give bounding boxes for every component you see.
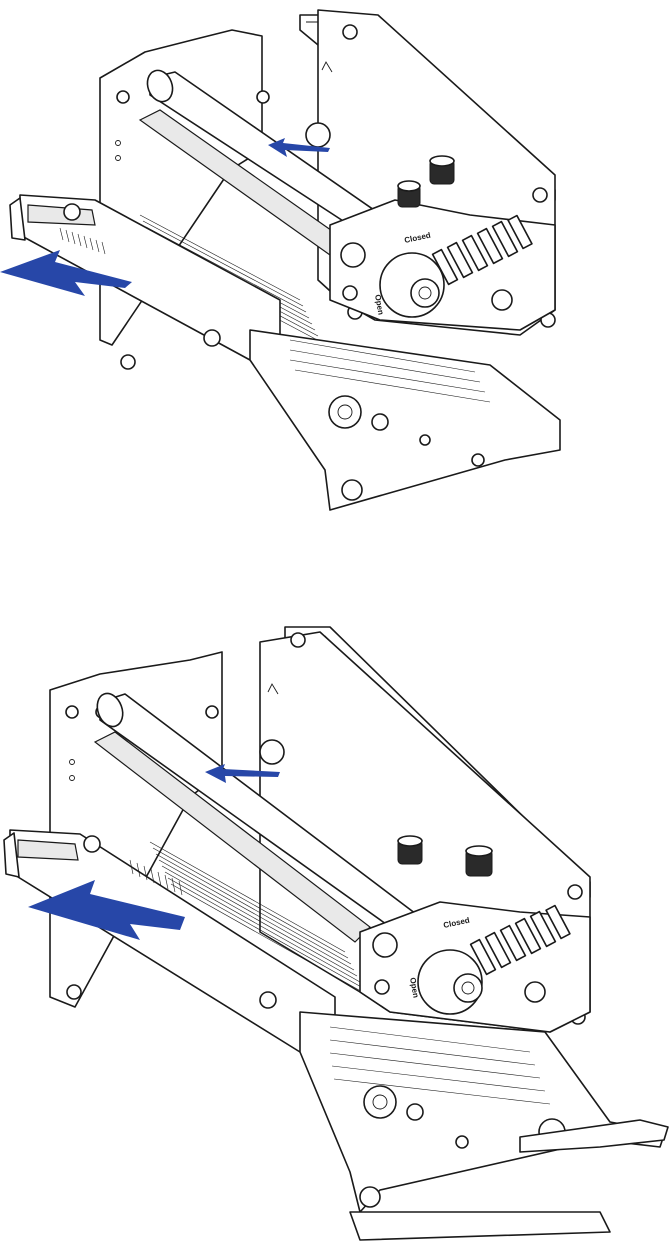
spring-hub <box>306 123 330 147</box>
pressure-roller-hub <box>364 1086 396 1118</box>
pressure-roller-assembly <box>300 1012 665 1212</box>
pressure-roller-hub <box>329 396 361 428</box>
gear-shaft <box>525 982 545 1002</box>
screw <box>66 706 78 718</box>
screw <box>533 188 547 202</box>
screw <box>568 885 582 899</box>
adjustment-knob-left[interactable] <box>398 181 420 207</box>
printhead-mechanism-drawing-bottom: Closed Open <box>0 612 672 1241</box>
printhead-screw <box>84 836 100 852</box>
printhead-screw <box>260 992 276 1008</box>
adjustment-knob-right[interactable] <box>430 156 454 184</box>
screw <box>121 355 135 369</box>
figure-printhead-closed-view: Closed Open <box>0 0 672 525</box>
pressure-roller-assembly <box>250 330 560 510</box>
screw <box>257 91 269 103</box>
spring-hub <box>260 740 284 764</box>
screw <box>343 25 357 39</box>
adjustment-knob-left[interactable] <box>398 836 422 864</box>
screw <box>117 91 129 103</box>
figure-printhead-open-view: Closed Open <box>0 612 672 1241</box>
printhead-screw <box>64 204 80 220</box>
printhead-screw <box>204 330 220 346</box>
adjustment-knob-right[interactable] <box>466 846 492 876</box>
gear-shaft <box>492 290 512 310</box>
screw <box>206 706 218 718</box>
screw <box>67 985 81 999</box>
pivot-bolt <box>342 480 362 500</box>
pivot-bolt <box>360 1187 380 1207</box>
printhead-mechanism-drawing-top: Closed Open <box>0 0 672 525</box>
screw <box>291 633 305 647</box>
